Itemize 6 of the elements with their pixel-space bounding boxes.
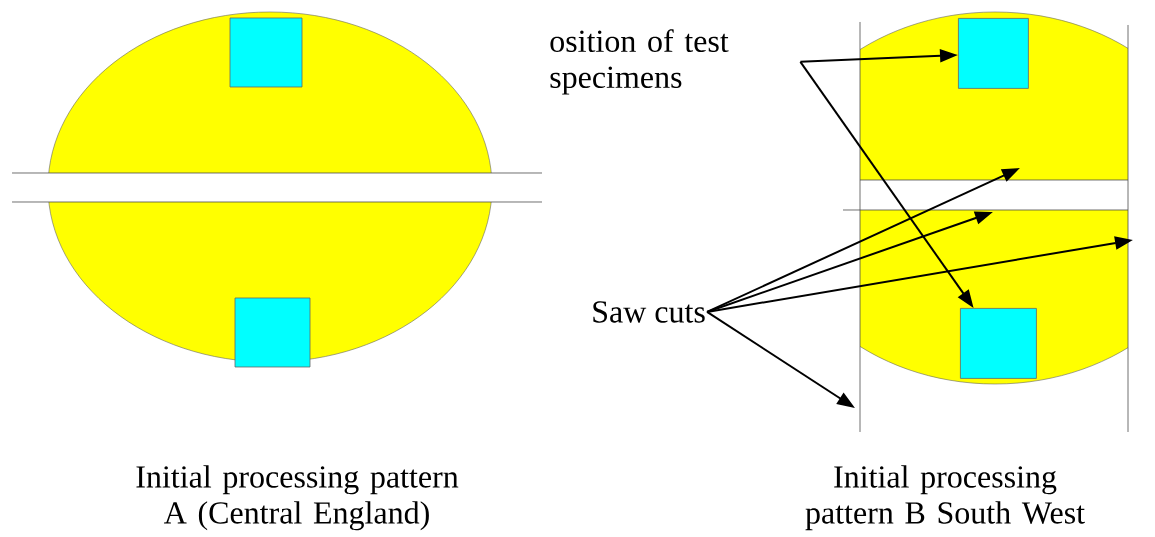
callout-text: osition of test specimens	[550, 29, 729, 95]
callout-text: Saw cuts	[593, 301, 705, 323]
caption: Initial processing pattern A (Central England)	[136, 465, 459, 531]
specimen-square	[958, 18, 1029, 89]
caption: Initial processing pattern B South West	[805, 465, 1085, 531]
specimen-square	[960, 308, 1037, 379]
